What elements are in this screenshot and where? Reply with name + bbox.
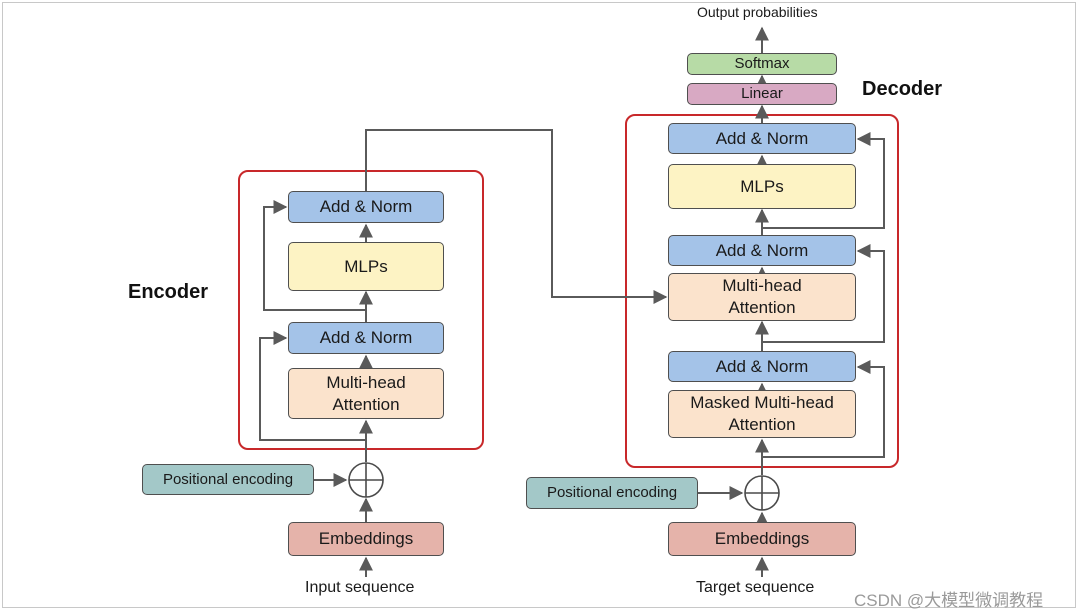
dec-add-norm-top: Add & Norm <box>668 123 856 154</box>
output-probabilities-label: Output probabilities <box>697 4 818 20</box>
enc-positional-encoding: Positional encoding <box>142 464 314 495</box>
decoder-heading: Decoder <box>862 78 943 100</box>
enc-to-dec-cross <box>365 129 668 304</box>
encoder-heading: Encoder <box>128 281 209 303</box>
dec-masked-attention: Masked Multi-head Attention <box>668 390 856 438</box>
dec-adder-icon <box>744 475 780 511</box>
dec-add-norm-mid: Add & Norm <box>668 235 856 266</box>
enc-mlps: MLPs <box>288 242 444 291</box>
enc-residual-2 <box>263 200 366 311</box>
enc-embeddings: Embeddings <box>288 522 444 556</box>
dec-positional-encoding: Positional encoding <box>526 477 698 509</box>
dec-cross-attention: Multi-head Attention <box>668 273 856 321</box>
dec-mlps: MLPs <box>668 164 856 209</box>
dec-softmax: Softmax <box>687 53 837 75</box>
dec-embeddings: Embeddings <box>668 522 856 556</box>
dec-residual-2 <box>762 244 885 343</box>
encoder-block-outline <box>238 170 484 450</box>
enc-adder-icon <box>348 462 384 498</box>
dec-residual-3 <box>762 132 885 229</box>
csdn-watermark: CSDN @大模型微调教程 <box>854 591 1044 610</box>
dec-residual-1 <box>762 360 885 458</box>
dec-linear: Linear <box>687 83 837 105</box>
enc-residual-1 <box>259 331 366 441</box>
input-sequence-label: Input sequence <box>305 579 415 596</box>
dec-add-norm-bottom: Add & Norm <box>668 351 856 382</box>
enc-multihead-attention: Multi-head Attention <box>288 368 444 419</box>
enc-add-norm-bottom: Add & Norm <box>288 322 444 354</box>
target-sequence-label: Target sequence <box>696 579 815 596</box>
enc-add-norm-top: Add & Norm <box>288 191 444 223</box>
